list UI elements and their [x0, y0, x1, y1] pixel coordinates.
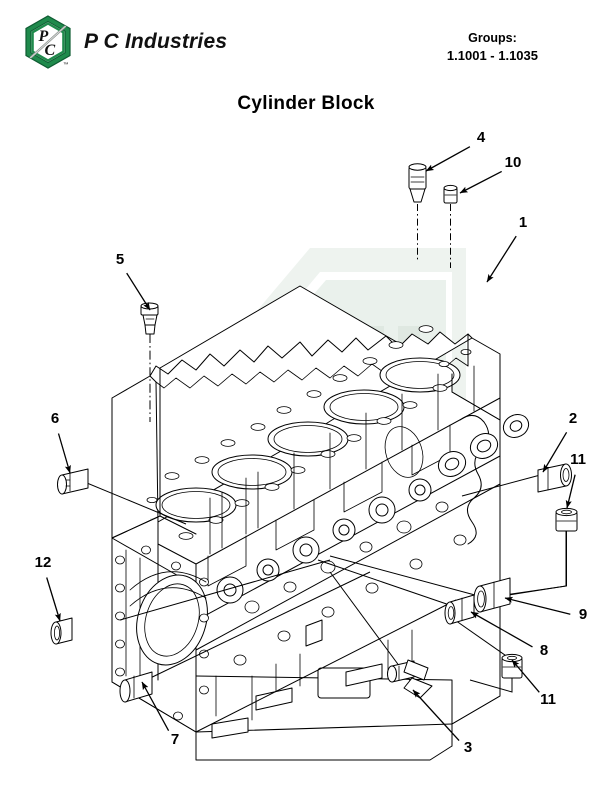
- callout-4: 4: [425, 129, 486, 172]
- callout-2-leader: [542, 431, 568, 473]
- part-5-switch: [140, 302, 159, 335]
- callout-layer: 4 10 1 5 6 2 11 12 9 8 7 3 11: [35, 129, 588, 756]
- part-11-lower-lead: [469, 678, 513, 693]
- trademark-glyph: ™: [63, 62, 69, 68]
- exploded-parts: [50, 163, 578, 703]
- part-8-bushing: [444, 594, 475, 625]
- callout-1-leader: [486, 235, 517, 283]
- callout-2: 2: [542, 410, 577, 473]
- callout-8: 8: [470, 611, 548, 659]
- callout-1: 1: [486, 214, 527, 283]
- callout-7-label: 7: [171, 731, 179, 748]
- callout-10: 10: [459, 154, 522, 194]
- deck-holes: [146, 325, 472, 540]
- svg-text:P: P: [38, 28, 49, 45]
- callout-11b-leader: [511, 659, 540, 693]
- side-face-holes: [189, 501, 449, 616]
- callout-6-leader: [57, 433, 71, 474]
- callout-4-leader: [425, 146, 471, 172]
- callout-4-label: 4: [477, 129, 486, 146]
- callout-12: 12: [35, 554, 61, 622]
- callout-3: 3: [412, 689, 472, 756]
- part-3-drain-cock: [387, 659, 433, 699]
- part-11-plug-upper: [555, 507, 578, 532]
- callout-10-leader: [459, 170, 502, 194]
- groups-block: Groups: 1.1001 - 1.1035: [447, 30, 538, 64]
- page-header: P C ™ P C Industries Groups: 1.1001 - 1.…: [0, 0, 612, 80]
- part-6-plug: [57, 468, 89, 495]
- cylinder-block-diagram: 4 10 1 5 6 2 11 12 9 8 7 3 11: [0, 120, 612, 792]
- part-12-seal-ring: [50, 617, 73, 645]
- callout-7-leader: [141, 681, 170, 732]
- pc-hexagon-logo-icon: P C ™: [22, 14, 74, 70]
- part-11-plug-lower: [501, 653, 523, 679]
- callout-12-label: 12: [35, 554, 52, 571]
- callout-9: 9: [504, 596, 587, 623]
- callout-7: 7: [141, 681, 179, 748]
- svg-text:C: C: [45, 42, 56, 59]
- groups-range: 1.1001 - 1.1035: [446, 47, 538, 63]
- brand-block: P C ™ P C Industries: [22, 14, 227, 70]
- brand-name: P C Industries: [84, 30, 228, 53]
- callout-9-label: 9: [579, 606, 587, 623]
- callout-8-label: 8: [540, 642, 548, 659]
- callout-1-label: 1: [519, 214, 527, 231]
- part-9-bushing: [473, 577, 511, 613]
- callout-5-leader: [126, 272, 151, 311]
- callout-11-leader: [565, 474, 576, 509]
- callout-10-label: 10: [505, 154, 522, 171]
- callout-11b: 11: [511, 659, 556, 708]
- callout-11: 11: [565, 451, 586, 509]
- callout-6: 6: [51, 410, 71, 474]
- callout-3-label: 3: [464, 739, 472, 756]
- block-ribs: [209, 365, 475, 555]
- part-10-dowel: [443, 184, 458, 204]
- callout-5: 5: [116, 251, 151, 311]
- callout-3-leader: [412, 689, 460, 742]
- callout-8-leader: [470, 611, 533, 648]
- front-flange-bolt-holes: [115, 545, 209, 721]
- cam-bore-bosses: [216, 478, 432, 604]
- part-4-plug: [408, 163, 427, 203]
- part-2-bushing: [537, 463, 572, 493]
- part-7-plug: [119, 671, 153, 703]
- pan-rail-bosses: [233, 534, 467, 666]
- right-end-bores: [437, 414, 530, 477]
- diagram-canvas: 4 10 1 5 6 2 11 12 9 8 7 3 11: [35, 129, 588, 761]
- callout-2-label: 2: [569, 410, 577, 427]
- engine-block-artwork: [69, 285, 567, 761]
- callout-9-leader: [504, 596, 571, 615]
- callout-12-leader: [46, 577, 61, 622]
- callout-11-label: 11: [570, 451, 586, 468]
- callout-5-label: 5: [116, 251, 124, 268]
- callout-6-label: 6: [51, 410, 59, 427]
- page-title: Cylinder Block: [237, 93, 375, 114]
- callout-11b-label: 11: [540, 691, 556, 708]
- groups-label: Groups:: [468, 31, 517, 45]
